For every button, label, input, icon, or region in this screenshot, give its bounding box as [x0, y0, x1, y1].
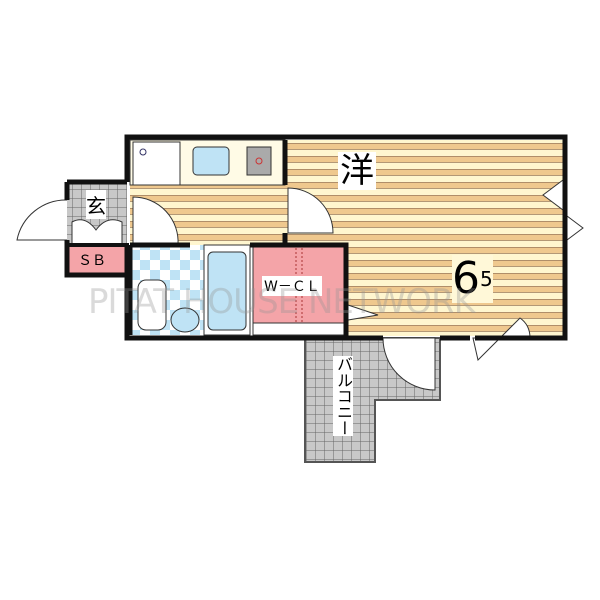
closet-label: W－ＣＬ: [262, 276, 322, 296]
toilet-icon: [137, 279, 167, 331]
front-door-icon: [16, 199, 68, 241]
walls: [64, 134, 568, 341]
shoe-box-label: ＳＢ: [78, 253, 106, 269]
kitchen-counter: [129, 139, 286, 186]
balcony: [304, 337, 441, 463]
balcony-label: バルコニー: [333, 356, 353, 436]
bathtub-icon: [207, 251, 247, 331]
entrance-door-icon: [71, 219, 123, 246]
watermark: PITAT HOUSE NETWORK: [88, 282, 476, 322]
closet-shelf: [252, 322, 347, 336]
washbasin-icon: [170, 307, 200, 333]
stove-icon: [246, 146, 272, 176]
entrance-label: 玄: [86, 190, 106, 219]
sink-icon: [192, 146, 230, 176]
fridge-icon: [139, 148, 147, 156]
room-size: 65: [452, 255, 493, 303]
room-door-icon: [287, 187, 334, 234]
stove-burner-icon: [255, 157, 263, 165]
room-size-fraction: 5: [480, 267, 493, 291]
western-room-label: 洋: [338, 151, 376, 191]
room-size-whole: 6: [452, 253, 480, 304]
